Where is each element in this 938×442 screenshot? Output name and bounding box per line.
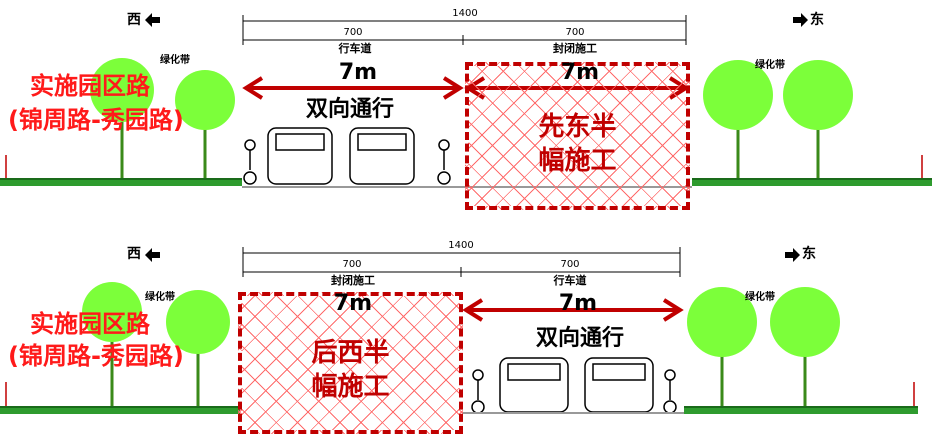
width-left: 7m	[338, 60, 378, 85]
work-line-1: 后西半	[311, 338, 390, 368]
greenbelt-right: 绿化带	[745, 292, 775, 303]
west-label: 西	[127, 12, 141, 28]
total-width: 1400	[452, 8, 478, 19]
width-arrow-icon	[462, 298, 684, 322]
ground-right	[692, 178, 932, 186]
road-surface	[462, 412, 684, 414]
dimension-lines	[242, 15, 687, 45]
east-label: 东	[810, 12, 824, 28]
width-left: 7m	[333, 291, 373, 316]
east-label: 东	[802, 246, 816, 262]
west-arrow-icon	[145, 13, 160, 27]
traffic-label: 双向通行	[305, 97, 394, 122]
traffic-label: 双向通行	[535, 326, 624, 351]
closed-zone: 后西半 幅施工	[238, 292, 463, 434]
ground-left	[0, 178, 242, 186]
work-line-2: 幅施工	[311, 372, 390, 402]
ground-left	[0, 406, 240, 414]
left-width: 700	[342, 259, 362, 270]
road-name: 实施园区路	[30, 310, 150, 338]
cyclist-icon	[243, 139, 451, 185]
west-arrow-icon	[145, 248, 160, 262]
ground-right	[684, 406, 918, 414]
tree-icon	[90, 58, 853, 182]
work-line-1: 先东半	[538, 112, 617, 142]
east-arrow-icon	[793, 13, 808, 27]
car-icon	[499, 357, 654, 413]
closed-zone: 先东半 幅施工	[465, 62, 690, 210]
curb-icon	[5, 382, 915, 407]
right-width: 700	[565, 27, 585, 38]
left-lane-label: 行车道	[338, 42, 372, 55]
right-lane-label: 行车道	[553, 274, 587, 287]
cross-section-drawing	[5, 247, 915, 414]
right-width: 700	[560, 259, 580, 270]
dimension-lines	[242, 247, 681, 277]
west-label: 西	[127, 246, 141, 262]
tree-icon	[82, 282, 840, 408]
right-lane-label: 封闭施工	[553, 42, 597, 55]
car-icon	[267, 127, 415, 185]
greenbelt-left: 绿化带	[160, 55, 190, 66]
panel-east-half: 西 东 1400 700 700 行车道 封闭施工 绿化带 绿化带 先东半 幅施…	[0, 0, 938, 220]
greenbelt-right: 绿化带	[755, 60, 785, 71]
work-line-2: 幅施工	[538, 146, 617, 176]
width-right: 7m	[558, 291, 598, 316]
width-right: 7m	[560, 60, 600, 85]
curb-icon	[5, 155, 923, 180]
greenbelt-left: 绿化带	[145, 292, 175, 303]
total-width: 1400	[448, 240, 474, 251]
left-width: 700	[343, 27, 363, 38]
road-range: (锦周路-秀园路)	[8, 342, 184, 370]
east-arrow-icon	[785, 248, 800, 262]
left-lane-label: 封闭施工	[331, 274, 375, 287]
panel-west-half: 西 东 1400 700 700 封闭施工 行车道 绿化带 绿化带 后西半 幅施…	[0, 232, 938, 442]
road-name: 实施园区路	[30, 72, 150, 100]
road-range: (锦周路-秀园路)	[8, 106, 184, 134]
